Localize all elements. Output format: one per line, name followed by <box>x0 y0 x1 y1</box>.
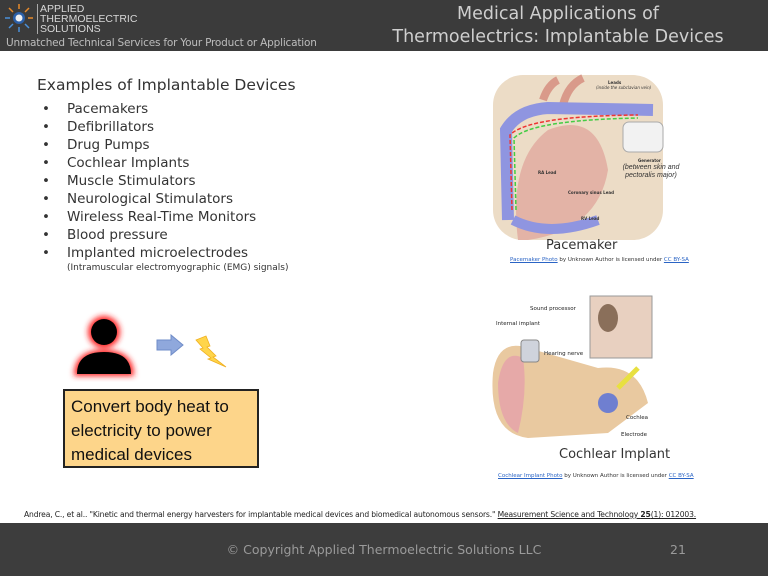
pacemaker-caption: Pacemaker <box>546 238 618 253</box>
header: APPLIED THERMOELECTRIC SOLUTIONS Unmatch… <box>0 0 768 51</box>
license-link[interactable]: CC BY-SA <box>663 257 689 263</box>
journal-issue: (1): 012003. <box>650 510 697 519</box>
list-item: Pacemakers <box>42 100 256 118</box>
logo-text: APPLIED THERMOELECTRIC SOLUTIONS <box>37 4 137 34</box>
title-line: Thermoelectrics: Implantable Devices <box>392 27 724 47</box>
logo-line: APPLIED <box>40 3 85 15</box>
list-item: Neurological Stimulators <box>42 190 256 208</box>
tagline: Unmatched Technical Services for Your Pr… <box>6 37 317 49</box>
slide-title: Medical Applications of Thermoelectrics:… <box>388 3 728 49</box>
page-number: 21 <box>670 542 686 557</box>
label-rv: RV Lead <box>581 216 600 221</box>
subnote: (Intramuscular electromyographic (EMG) s… <box>67 263 289 273</box>
footer: © Copyright Applied Thermoelectric Solut… <box>0 523 768 576</box>
pacemaker-image[interactable]: Leads (inside the subclavian vein) Gener… <box>488 70 668 246</box>
logo-line: SOLUTIONS <box>40 23 101 35</box>
pacemaker-photo-link[interactable]: Pacemaker Photo <box>510 257 558 263</box>
label-leads: Leads <box>608 80 622 85</box>
list-item: Implanted microelectrodes <box>42 244 256 262</box>
list-title: Examples of Implantable Devices <box>37 76 296 94</box>
logo-sunburst-icon <box>5 4 33 32</box>
reference-text: Andrea, C., et al.. "Kinetic and thermal… <box>24 510 498 519</box>
label-internal-implant: Internal implant <box>496 321 541 327</box>
list-item: Drug Pumps <box>42 136 256 154</box>
cochlear-photo-link[interactable]: Cochlear Implant Photo <box>498 473 563 479</box>
journal-volume: 25 <box>640 510 651 519</box>
label-electrode: Electrode <box>621 432 648 438</box>
credit-text: by Unknown Author is licensed under <box>557 257 664 263</box>
callout-box: Convert body heat to electricity to powe… <box>63 389 259 468</box>
logo-line: THERMOELECTRIC <box>40 13 138 25</box>
list-item: Defibrillators <box>42 118 256 136</box>
label-leads-sub: (inside the subclavian vein) <box>596 85 652 90</box>
reference: Andrea, C., et al.. "Kinetic and thermal… <box>24 510 696 519</box>
title-line: Medical Applications of <box>457 4 659 24</box>
reference-journal[interactable]: Measurement Science and Technology 25(1)… <box>497 510 697 519</box>
journal-name: Measurement Science and Technology <box>497 510 641 519</box>
person-glow-icon <box>74 316 134 376</box>
device-list: Pacemakers Defibrillators Drug Pumps Coc… <box>42 100 256 262</box>
lightning-bolt-icon <box>195 335 227 368</box>
cochlear-caption: Cochlear Implant <box>559 447 671 462</box>
label-hearing-nerve: Hearing nerve <box>544 351 584 357</box>
label-cs: Coronary sinus Lead <box>568 190 614 195</box>
list-item: Cochlear Implants <box>42 154 256 172</box>
label-cochlea: Cochlea <box>626 415 648 421</box>
cochlear-implant-image[interactable]: Sound processor Internal implant Hearing… <box>488 293 658 443</box>
list-item: Muscle Stimulators <box>42 172 256 190</box>
license-link[interactable]: CC BY-SA <box>668 473 694 479</box>
label-generator: Generator <box>638 158 661 163</box>
list-item: Wireless Real-Time Monitors <box>42 208 256 226</box>
label-sound-processor: Sound processor <box>530 306 577 312</box>
label-generator-sub: (between skin and pectoralis major) <box>622 164 680 179</box>
list-item: Blood pressure <box>42 226 256 244</box>
cochlear-credit: Cochlear Implant Photo by Unknown Author… <box>498 473 694 479</box>
credit-text: by Unknown Author is licensed under <box>562 473 669 479</box>
copyright: © Copyright Applied Thermoelectric Solut… <box>226 542 542 557</box>
label-ra: RA Lead <box>538 170 557 175</box>
arrow-right-icon <box>156 334 184 356</box>
pacemaker-credit: Pacemaker Photo by Unknown Author is lic… <box>510 257 689 263</box>
